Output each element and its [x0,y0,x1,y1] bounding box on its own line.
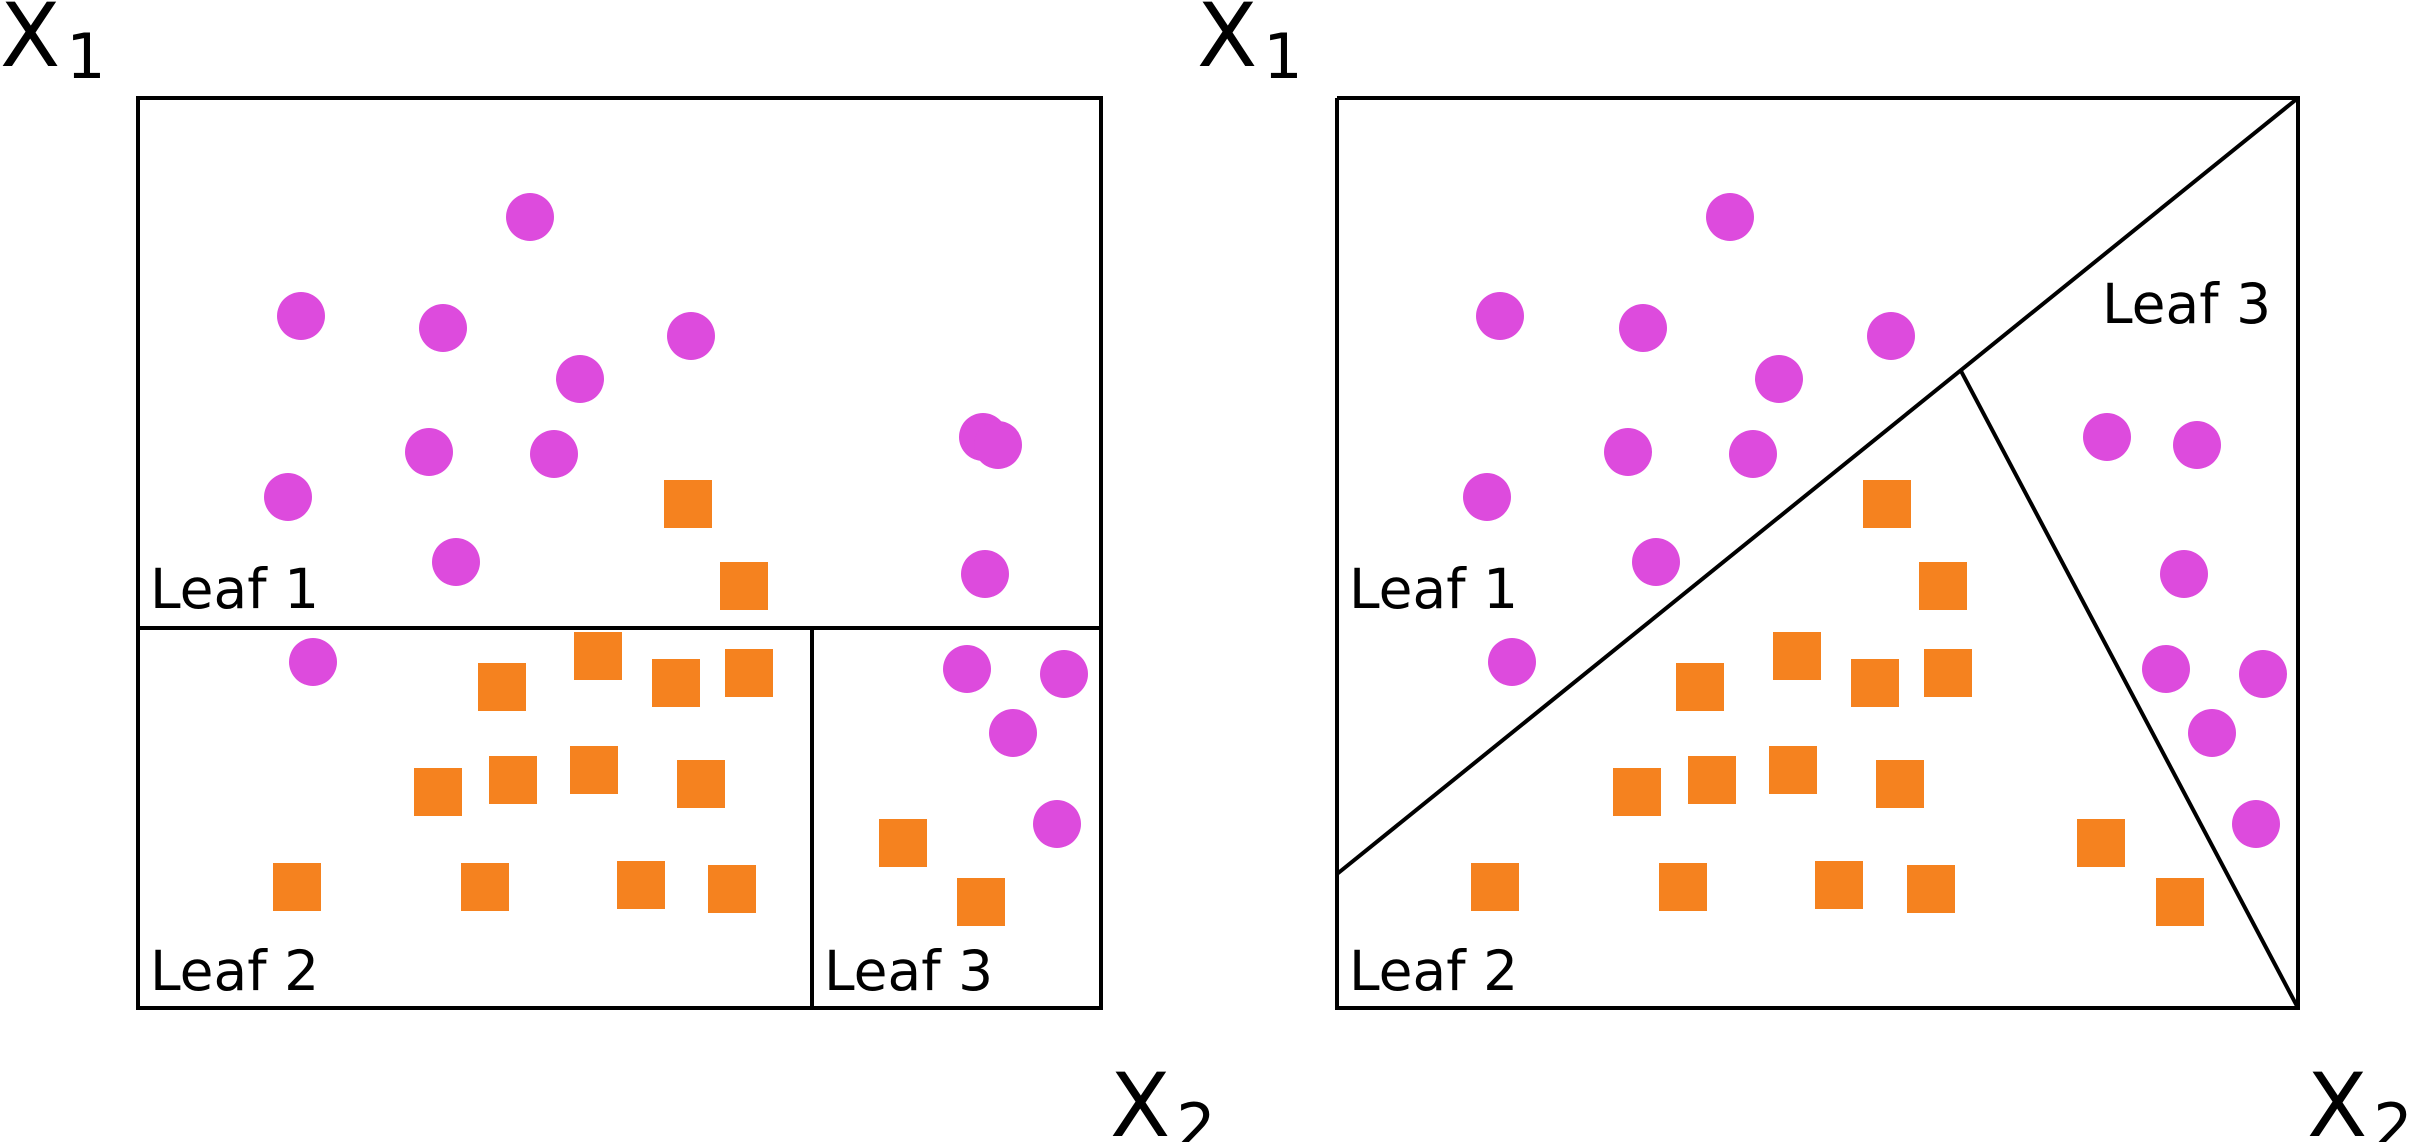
circle-point [556,355,604,403]
circle-point [2188,709,2236,757]
square-point [1851,659,1899,707]
circle-point [1040,650,1088,698]
diagonal-split-line [1335,96,2300,876]
square-point [478,663,526,711]
square-point [1919,562,1967,610]
leaf-1-label: Leaf 1 [150,557,319,621]
circle-point [1463,473,1511,521]
circle-point [1488,638,1536,686]
leaf-3-label: Leaf 3 [2102,272,2271,336]
circle-point [989,709,1037,757]
circle-point [2142,645,2190,693]
circle-point [432,538,480,586]
x-axis-label: X2 [2307,1054,2412,1142]
square-point [273,863,321,911]
square-point [708,865,756,913]
circle-point [405,428,453,476]
panel-oblique-splits: X1 X2 Leaf 1 Leaf 2 Leaf 3 [1197,0,2412,1142]
leaf-1-label: Leaf 1 [1349,557,1518,621]
square-point [957,878,1005,926]
circle-point [530,430,578,478]
square-point [1613,768,1661,816]
square-point [2156,878,2204,926]
square-point [1773,632,1821,680]
square-point [1907,865,1955,913]
square-point [1659,863,1707,911]
circle-point [974,421,1022,469]
square-point [461,863,509,911]
square-point [725,649,773,697]
square-point [414,768,462,816]
square-point [1924,649,1972,697]
circle-point [1604,428,1652,476]
square-point [1876,760,1924,808]
square-point [652,659,700,707]
circle-point [667,312,715,360]
square-point [1471,863,1519,911]
oblique-split-line [1959,370,2300,1009]
leaf-2-label: Leaf 2 [150,939,319,1003]
square-point [489,756,537,804]
square-point [664,480,712,528]
circle-point [277,292,325,340]
circle-point [1632,538,1680,586]
x-axis-label: X2 [1110,1054,1216,1142]
circle-point [943,645,991,693]
circle-point [1619,304,1667,352]
circle-point [2232,800,2280,848]
circle-point [506,193,554,241]
feature-space-frame [136,96,1103,1010]
circle-point [1867,312,1915,360]
data-points [264,193,1088,926]
circle-point [2083,413,2131,461]
square-point [1676,663,1724,711]
square-point [1863,480,1911,528]
panel-axis-aligned-splits: X1 X2 Leaf 1 Leaf 2 Leaf 3 [0,0,1216,1142]
y-axis-label: X1 [0,0,106,93]
square-point [570,746,618,794]
square-point [2077,819,2125,867]
circle-point [289,638,337,686]
leaf-3-label: Leaf 3 [824,939,993,1003]
square-point [720,562,768,610]
circle-point [1729,430,1777,478]
leaf-2-label: Leaf 2 [1349,939,1518,1003]
square-point [1769,746,1817,794]
y-axis-label: X1 [1197,0,1303,93]
circle-point [264,473,312,521]
data-points [1463,193,2287,926]
circle-point [1706,193,1754,241]
square-point [1815,861,1863,909]
circle-point [419,304,467,352]
square-point [677,760,725,808]
circle-point [2239,650,2287,698]
circle-point [1755,355,1803,403]
square-point [1688,756,1736,804]
square-point [879,819,927,867]
square-point [617,861,665,909]
circle-point [2173,421,2221,469]
circle-point [1033,800,1081,848]
square-point [574,632,622,680]
circle-point [1476,292,1524,340]
circle-point [961,550,1009,598]
circle-point [2160,550,2208,598]
